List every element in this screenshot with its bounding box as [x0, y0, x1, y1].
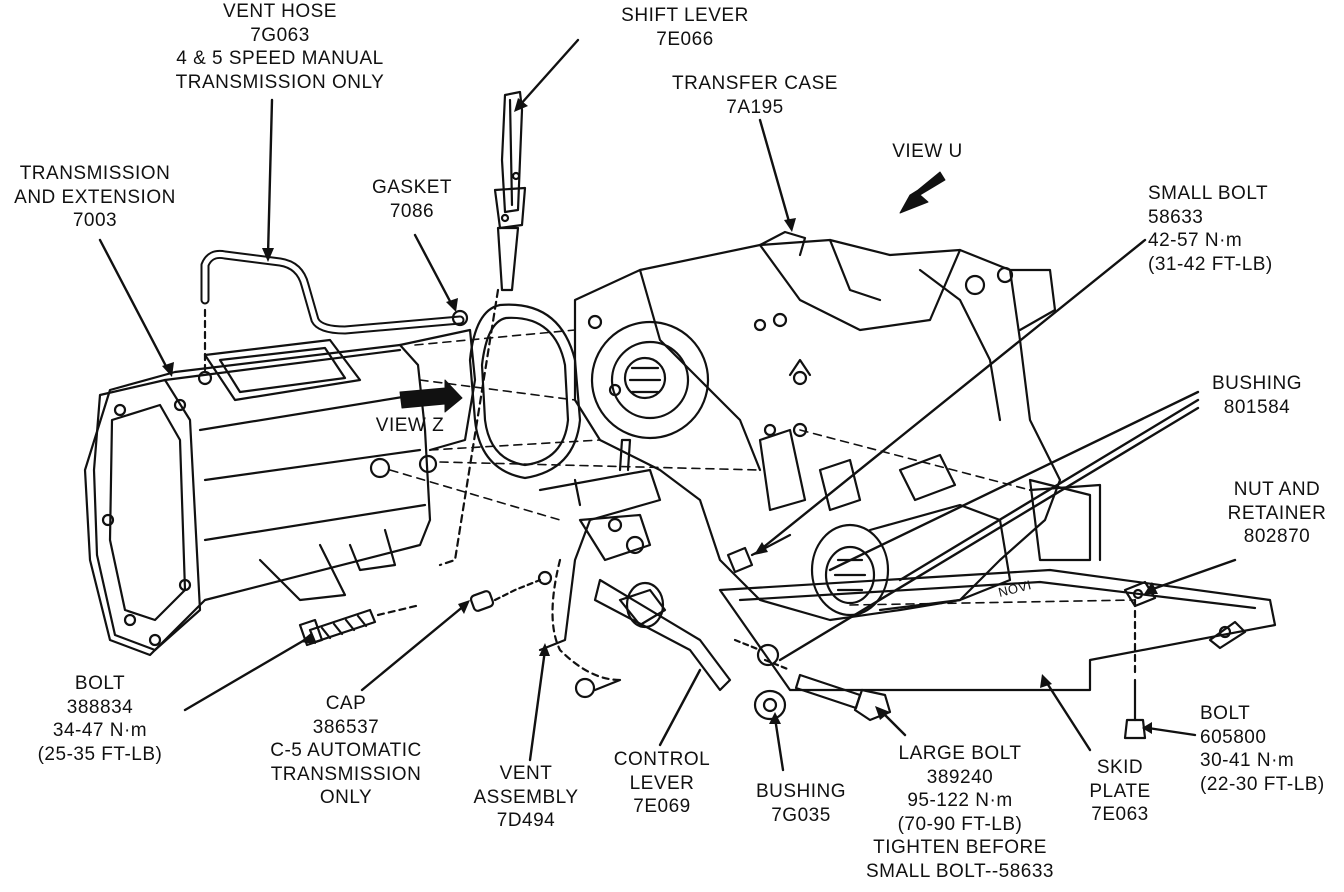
label-bushing-801584: BUSHING 801584	[1211, 373, 1303, 418]
leader-lines	[98, 38, 1237, 772]
label-vent-assembly: VENT ASSEMBLY 7D494	[473, 763, 579, 831]
leader-arrowheads	[162, 98, 1158, 734]
label-control-lever: CONTROL LEVER 7E069	[613, 749, 711, 817]
shift-lever	[438, 90, 527, 567]
label-small-bolt: SMALL BOLT 58633 42-57 N·m (31-42 FT-LB)	[1148, 183, 1273, 275]
transfer-case	[573, 230, 1062, 622]
label-transmission-and-extension: TRANSMISSION AND EXTENSION 7003	[14, 163, 176, 231]
bolt-605800-part	[1123, 598, 1147, 740]
label-large-bolt: LARGE BOLT 389240 95-122 N·m (70-90 FT-L…	[865, 743, 1055, 882]
vent-hose	[200, 250, 465, 372]
cap-part	[469, 578, 542, 612]
bushing-7g035-part	[753, 689, 787, 721]
label-cap: CAP 386537 C-5 AUTOMATIC TRANSMISSION ON…	[270, 693, 422, 808]
label-nut-and-retainer: NUT AND RETAINER 802870	[1227, 479, 1327, 547]
view-z-arrow	[399, 379, 463, 413]
bolt-388834-part	[298, 603, 422, 647]
label-shift-lever: SHIFT LEVER 7E066	[621, 5, 749, 50]
label-skid-plate: SKID PLATE 7E063	[1089, 757, 1151, 825]
gasket	[451, 303, 582, 480]
label-vent-hose: VENT HOSE 7G063 4 & 5 SPEED MANUAL TRANS…	[175, 1, 385, 93]
label-bolt-388834: BOLT 388834 34-47 N·m (25-35 FT-LB)	[37, 673, 163, 765]
alignment-lines	[389, 329, 1136, 606]
label-gasket: GASKET 7086	[371, 177, 453, 222]
label-bolt-605800: BOLT 605800 30-41 N·m (22-30 FT-LB)	[1200, 703, 1325, 795]
label-bushing-7g035: BUSHING 7G035	[755, 781, 847, 826]
view-u-arrow	[899, 171, 946, 214]
label-view-z: VIEW Z	[375, 415, 445, 436]
label-transfer-case: TRANSFER CASE 7A195	[672, 73, 838, 118]
label-view-u: VIEW U	[892, 141, 963, 162]
control-lever-bracket	[537, 438, 732, 699]
transmission-case	[83, 328, 477, 657]
bushing-801584-part	[733, 638, 780, 667]
